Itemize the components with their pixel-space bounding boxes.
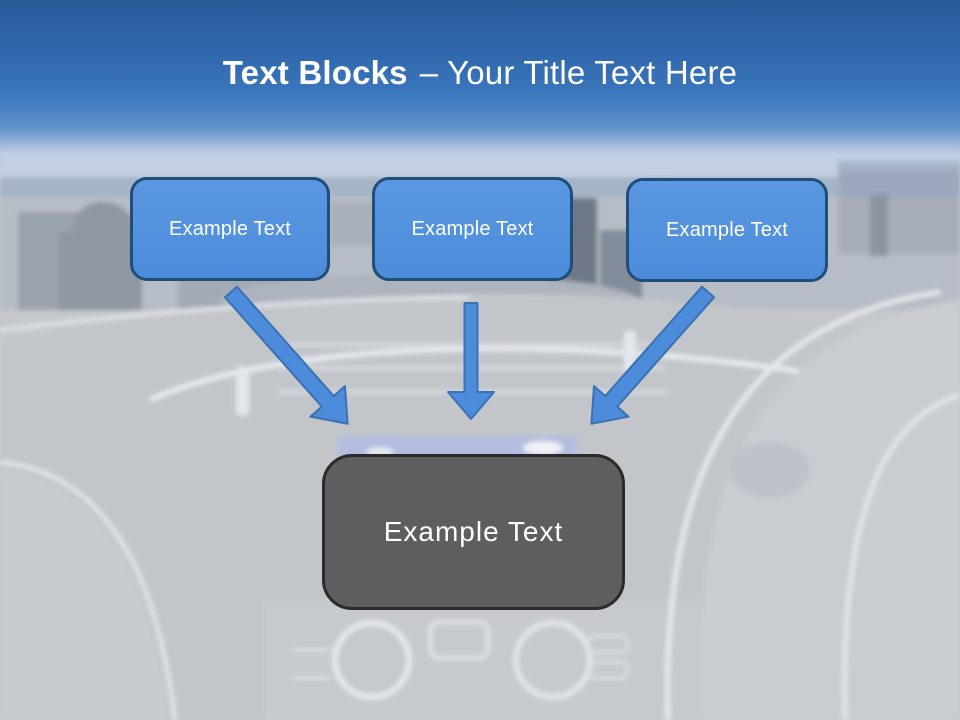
title-band <box>0 0 960 175</box>
center-console <box>265 600 700 720</box>
vent-handle-left <box>236 366 249 416</box>
page-title-bold: Text Blocks <box>222 54 408 91</box>
console-knob-right <box>513 620 593 700</box>
vent-handle-right <box>624 330 636 374</box>
result-block: Example Text <box>322 454 625 610</box>
text-block-3: Example Text <box>626 178 828 282</box>
text-block-2: Example Text <box>372 177 573 281</box>
text-block-1: Example Text <box>130 177 330 281</box>
text-block-2-label: Example Text <box>411 217 534 240</box>
result-block-label: Example Text <box>383 516 564 547</box>
steering-wheel <box>699 300 960 720</box>
door-panel <box>0 470 170 720</box>
console-display <box>428 620 490 660</box>
page-title: Text Blocks – Your Title Text Here <box>0 53 960 93</box>
page-title-rest: – Your Title Text Here <box>419 54 738 91</box>
console-knob-left <box>332 620 412 700</box>
text-block-1-label: Example Text <box>168 217 292 240</box>
text-block-3-label: Example Text <box>665 218 789 241</box>
console-buttons <box>292 634 630 680</box>
